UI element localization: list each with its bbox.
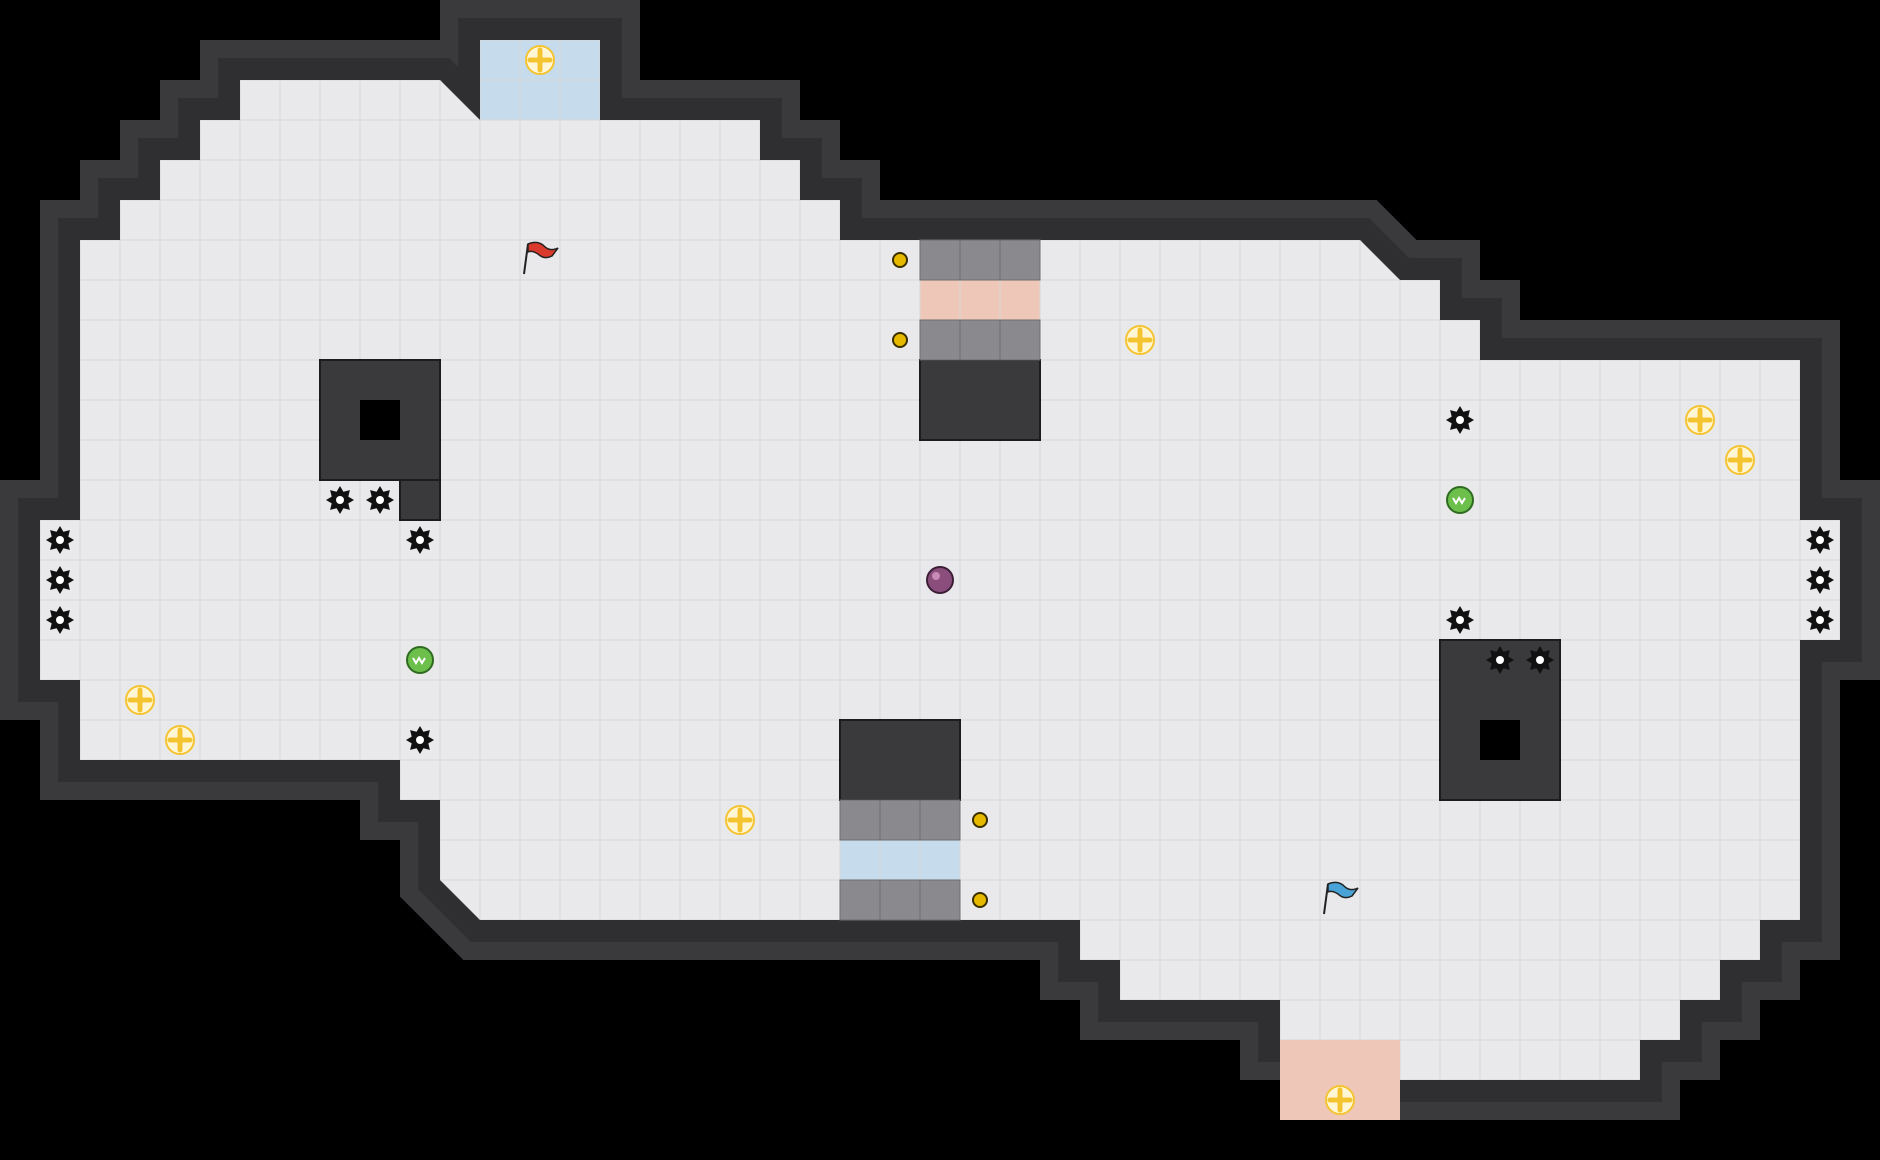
spike-icon: [46, 526, 74, 554]
spike-center: [1496, 656, 1504, 664]
spike-center: [1816, 536, 1824, 544]
floor-patch: [1040, 880, 1080, 920]
blue-gate-zone: [840, 840, 960, 880]
spike-icon: [326, 486, 354, 514]
gate-tile: [959, 319, 1001, 361]
spike-icon: [1806, 566, 1834, 594]
spike-center: [56, 576, 64, 584]
spike-icon: [1486, 646, 1514, 674]
flag-cloth: [527, 241, 559, 259]
bomb-body: [926, 566, 954, 594]
blue-flag-icon: [1323, 881, 1359, 915]
spike-icon: [366, 486, 394, 514]
wall-block-left-stem: [399, 479, 441, 521]
spike-center: [1456, 616, 1464, 624]
gate-tile: [919, 239, 961, 281]
boost-icon: [1125, 325, 1155, 355]
map-objects: [46, 45, 1834, 1115]
boost-icon: [525, 45, 555, 75]
red-flag-icon: [523, 241, 559, 275]
spike-center: [56, 616, 64, 624]
gate-tile: [999, 319, 1041, 361]
bomb-icon: [926, 566, 954, 594]
wall-blocks: [319, 239, 1561, 921]
boost-icon: [725, 805, 755, 835]
spike-center: [376, 496, 384, 504]
gate-tile: [919, 319, 961, 361]
gate-tile: [839, 879, 881, 921]
spike-icon: [406, 526, 434, 554]
spike-center: [416, 536, 424, 544]
boost-cross: [1727, 447, 1753, 473]
boost-cross: [527, 47, 553, 73]
spike-icon: [406, 726, 434, 754]
wall-block-center-bottom: [839, 719, 961, 801]
gate-tile: [879, 879, 921, 921]
spike-icon: [46, 566, 74, 594]
spike-center: [1536, 656, 1544, 664]
boost-cross: [1687, 407, 1713, 433]
spike-icon: [1806, 606, 1834, 634]
button-icon: [892, 332, 908, 348]
boost-icon: [125, 685, 155, 715]
gate-tile: [919, 799, 961, 841]
powerup-icon: [406, 646, 434, 674]
spike-icon: [1526, 646, 1554, 674]
powerup-icon: [1446, 486, 1474, 514]
spike-center: [336, 496, 344, 504]
boost-cross: [727, 807, 753, 833]
boost-cross: [127, 687, 153, 713]
wall-block-center-top: [919, 359, 1041, 441]
button-icon: [972, 812, 988, 828]
flag-cloth: [1327, 881, 1359, 899]
spike-center: [1456, 416, 1464, 424]
powerup-stripe: [1452, 496, 1466, 505]
powerup-stripe: [412, 656, 426, 665]
spike-icon: [46, 606, 74, 634]
spike-center: [56, 536, 64, 544]
boost-icon: [1725, 445, 1755, 475]
boost-icon: [1325, 1085, 1355, 1115]
spike-center: [416, 736, 424, 744]
wall-hole-left: [360, 400, 400, 440]
red-gate-zone: [920, 280, 1040, 320]
wall-hole-right: [1480, 720, 1520, 760]
boost-cross: [1327, 1087, 1353, 1113]
spike-icon: [1446, 606, 1474, 634]
boost-icon: [165, 725, 195, 755]
boost-cross: [167, 727, 193, 753]
bomb-shine: [932, 572, 940, 580]
spike-icon: [1806, 526, 1834, 554]
boost-icon: [1685, 405, 1715, 435]
spike-center: [1816, 616, 1824, 624]
gate-tile: [999, 239, 1041, 281]
spike-center: [1816, 576, 1824, 584]
spike-icon: [1446, 406, 1474, 434]
gate-tile: [879, 799, 921, 841]
gate-tile: [839, 799, 881, 841]
button-icon: [892, 252, 908, 268]
boost-cross: [1127, 327, 1153, 353]
gate-tile: [959, 239, 1001, 281]
gate-tile: [919, 879, 961, 921]
button-icon: [972, 892, 988, 908]
